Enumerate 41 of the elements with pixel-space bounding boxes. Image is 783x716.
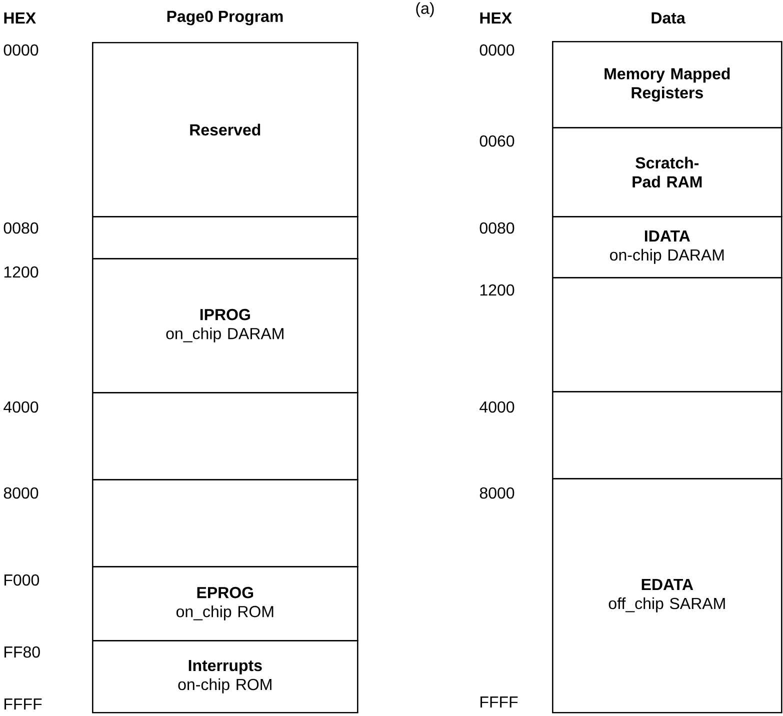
panel-label: (a)	[416, 2, 434, 18]
address-label: F000	[4, 574, 40, 586]
address-label: FFFF	[4, 698, 42, 710]
memory-region-box	[552, 277, 782, 392]
address-label: FFFF	[480, 696, 518, 708]
address-label: 8000	[4, 487, 38, 499]
address-label: 8000	[480, 487, 514, 499]
column-heading: Page0 Program	[167, 10, 283, 26]
address-label: 0060	[480, 135, 514, 147]
memory-region-box	[92, 479, 358, 568]
address-label: 0080	[480, 222, 514, 234]
region-label: Reserved	[190, 124, 260, 136]
region-label: Memory Mapped Registers	[604, 68, 730, 102]
address-label: 0000	[480, 44, 514, 56]
memory-region-box	[92, 566, 358, 642]
address-label: 4000	[480, 401, 514, 413]
region-label: Scratch-Pad RAM	[632, 156, 702, 188]
address-label: 0000	[4, 44, 38, 56]
memory-region-box	[552, 41, 782, 128]
region-label: EDATA off_chip SARAM	[608, 579, 725, 612]
column-heading: HEX	[4, 12, 36, 24]
memory-region-box	[92, 42, 358, 218]
address-label: FF80	[4, 646, 40, 658]
region-label: EPROG on_chip ROM	[176, 586, 274, 620]
memory-region-box	[92, 640, 358, 714]
region-label: Interrupts on-chip ROM	[178, 660, 272, 694]
address-label: 1200	[4, 266, 38, 278]
column-heading: Data	[652, 12, 686, 24]
region-label: IDATA on-chip DARAM	[610, 230, 724, 264]
column-heading: HEX	[480, 12, 512, 24]
memory-region-box	[92, 216, 358, 260]
memory-region-box	[92, 392, 358, 480]
memory-region-box	[552, 478, 782, 714]
memory-region-box	[552, 391, 782, 480]
region-label: IPROG on_chip DARAM	[166, 308, 284, 342]
memory-region-box	[552, 127, 782, 218]
memory-region-box	[92, 258, 358, 394]
address-label: 1200	[480, 284, 514, 296]
memory-region-box	[552, 216, 782, 278]
address-label: 4000	[4, 401, 38, 413]
address-label: 0080	[4, 222, 38, 234]
